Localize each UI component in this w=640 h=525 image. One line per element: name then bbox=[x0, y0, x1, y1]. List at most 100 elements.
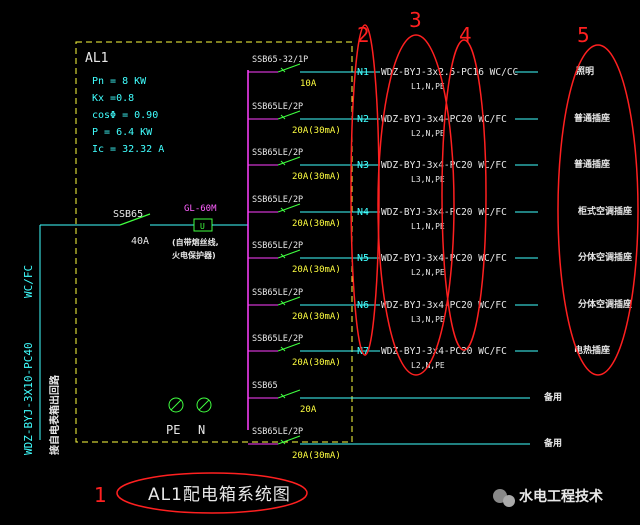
annotation-number-5: 5 bbox=[577, 23, 590, 47]
incoming-note: 接自电表箱出回路 bbox=[48, 374, 61, 455]
spd-symbol: U bbox=[200, 222, 205, 231]
breaker-rating: 20A(30mA) bbox=[292, 126, 341, 136]
n-terminal-slash bbox=[198, 399, 210, 411]
n-terminal-icon bbox=[196, 397, 212, 413]
n-label: N bbox=[198, 423, 205, 437]
watermark-logo-icon-2 bbox=[503, 495, 515, 507]
breaker-rating: 20A(30mA) bbox=[292, 265, 341, 275]
circuit-id: N5 bbox=[357, 253, 369, 264]
main-breaker-label: SSB65 bbox=[113, 209, 143, 220]
cable-spec: WDZ-BYJ-3x4-PC20 WC/FC bbox=[381, 346, 507, 357]
breaker-label: SSB65LE/2P bbox=[252, 148, 303, 158]
load-label: 照明 bbox=[576, 66, 594, 77]
phase-spec: L2,N,PE bbox=[411, 268, 445, 277]
breaker-mark bbox=[280, 207, 286, 213]
breaker-mark bbox=[280, 393, 286, 399]
pe-label: PE bbox=[166, 423, 180, 437]
annotation-ellipse-5 bbox=[557, 44, 639, 376]
load-label: 柜式空调插座 bbox=[577, 205, 632, 217]
incoming-method: WC/FC bbox=[22, 265, 35, 298]
param-ic: Ic = 32.32 A bbox=[92, 144, 164, 155]
breaker-mark bbox=[280, 67, 286, 73]
cable-spec: WDZ-BYJ-3x2.5-PC16 WC/CC bbox=[381, 67, 518, 78]
diagram-title: AL1配电箱系统图 bbox=[148, 485, 291, 505]
breaker-rating: 20A(30mA) bbox=[292, 358, 341, 368]
cable-spec: WDZ-BYJ-3x4-PC20 WC/FC bbox=[381, 160, 507, 171]
breaker-label: SSB65LE/2P bbox=[252, 288, 303, 298]
main-breaker-contact bbox=[119, 213, 151, 226]
circuit-id: N3 bbox=[357, 160, 369, 171]
load-label: 普通插座 bbox=[574, 158, 610, 170]
annotation-ellipse-2 bbox=[350, 24, 380, 356]
breaker-mark bbox=[280, 114, 286, 120]
phase-spec: L3,N,PE bbox=[411, 315, 445, 324]
breaker-contact bbox=[277, 249, 301, 259]
breaker-label: SSB65 bbox=[252, 381, 278, 391]
panel-id: AL1 bbox=[85, 51, 108, 66]
cable-spec: WDZ-BYJ-3x4-PC20 WC/FC bbox=[381, 300, 507, 311]
circuit-id: N4 bbox=[357, 207, 369, 218]
param-pn: Pn = 8 KW bbox=[92, 76, 147, 87]
phase-spec: L1,N,PE bbox=[411, 222, 445, 231]
annotation-number-4: 4 bbox=[459, 23, 472, 47]
annotation-ellipse-3 bbox=[377, 34, 455, 376]
phase-spec: L1,N,PE bbox=[411, 82, 445, 91]
breaker-mark bbox=[280, 439, 286, 445]
breaker-contact bbox=[277, 342, 301, 352]
annotation-ellipse-4 bbox=[441, 39, 487, 351]
circuit-id: N2 bbox=[357, 114, 369, 125]
breaker-label: SSB65LE/2P bbox=[252, 241, 303, 251]
spd-note-1: (自带熔丝线, bbox=[172, 237, 219, 247]
spd-note-2: 火电保护器) bbox=[172, 250, 216, 260]
breaker-label: SSB65-32/1P bbox=[252, 55, 308, 65]
param-p: P = 6.4 KW bbox=[92, 127, 153, 138]
load-label: 分体空调插座 bbox=[578, 251, 632, 263]
watermark-text: 水电工程技术 bbox=[519, 488, 603, 505]
phase-spec: L2,N,PE bbox=[411, 129, 445, 138]
load-label: 备用 bbox=[543, 437, 562, 449]
breaker-mark bbox=[280, 300, 286, 306]
cable-label-bg bbox=[380, 345, 515, 357]
cable-label-bg bbox=[380, 252, 515, 264]
watermark: 水电工程技术 bbox=[493, 488, 603, 507]
breaker-label: SSB65LE/2P bbox=[252, 334, 303, 344]
circuit-id: N6 bbox=[357, 300, 369, 311]
breaker-contact bbox=[277, 296, 301, 306]
cable-label-bg bbox=[380, 206, 515, 218]
incoming-cable: WDZ-BYJ-3X10-PC40 bbox=[22, 342, 35, 455]
breaker-label: SSB65LE/2P bbox=[252, 427, 303, 437]
load-label: 分体空调插座 bbox=[578, 298, 632, 310]
cable-spec: WDZ-BYJ-3x4-PC20 WC/FC bbox=[381, 207, 507, 218]
param-cos: cosΦ = 0.90 bbox=[92, 110, 158, 121]
breaker-contact bbox=[277, 110, 301, 120]
main-breaker-rating: 40A bbox=[131, 236, 149, 247]
cable-label-bg bbox=[380, 66, 515, 78]
pe-terminal-icon bbox=[168, 397, 184, 413]
load-label: 普通插座 bbox=[574, 112, 610, 124]
breaker-mark bbox=[280, 346, 286, 352]
breaker-label: SSB65LE/2P bbox=[252, 102, 303, 112]
circuit-id: N7 bbox=[357, 346, 369, 357]
breaker-contact bbox=[277, 63, 301, 73]
breaker-rating: 20A bbox=[300, 405, 317, 415]
annotation-ellipse-1 bbox=[116, 472, 308, 514]
breaker-contact bbox=[277, 435, 301, 445]
circuit-rows: SSB65-32/1P 10A N1 WDZ-BYJ-3x2.5-PC16 WC/CC… bbox=[248, 55, 632, 461]
cable-label-bg bbox=[380, 159, 515, 171]
breaker-rating: 20A(30mA) bbox=[292, 312, 341, 322]
breaker-rating: 20A(30mA) bbox=[292, 172, 341, 182]
param-kx: Kx =0.8 bbox=[92, 93, 134, 104]
phase-spec: L3,N,PE bbox=[411, 175, 445, 184]
breaker-mark bbox=[280, 160, 286, 166]
load-label: 备用 bbox=[543, 391, 562, 403]
breaker-contact bbox=[277, 389, 301, 399]
breaker-rating: 10A bbox=[300, 79, 317, 89]
annotation-number-2: 2 bbox=[357, 23, 370, 47]
load-label: 电热插座 bbox=[574, 344, 610, 356]
circuit-id: N1 bbox=[357, 67, 369, 78]
breaker-rating: 20A(30mA) bbox=[292, 451, 341, 461]
breaker-contact bbox=[277, 156, 301, 166]
breaker-label: SSB65LE/2P bbox=[252, 195, 303, 205]
spd-label: GL-60M bbox=[184, 204, 217, 214]
